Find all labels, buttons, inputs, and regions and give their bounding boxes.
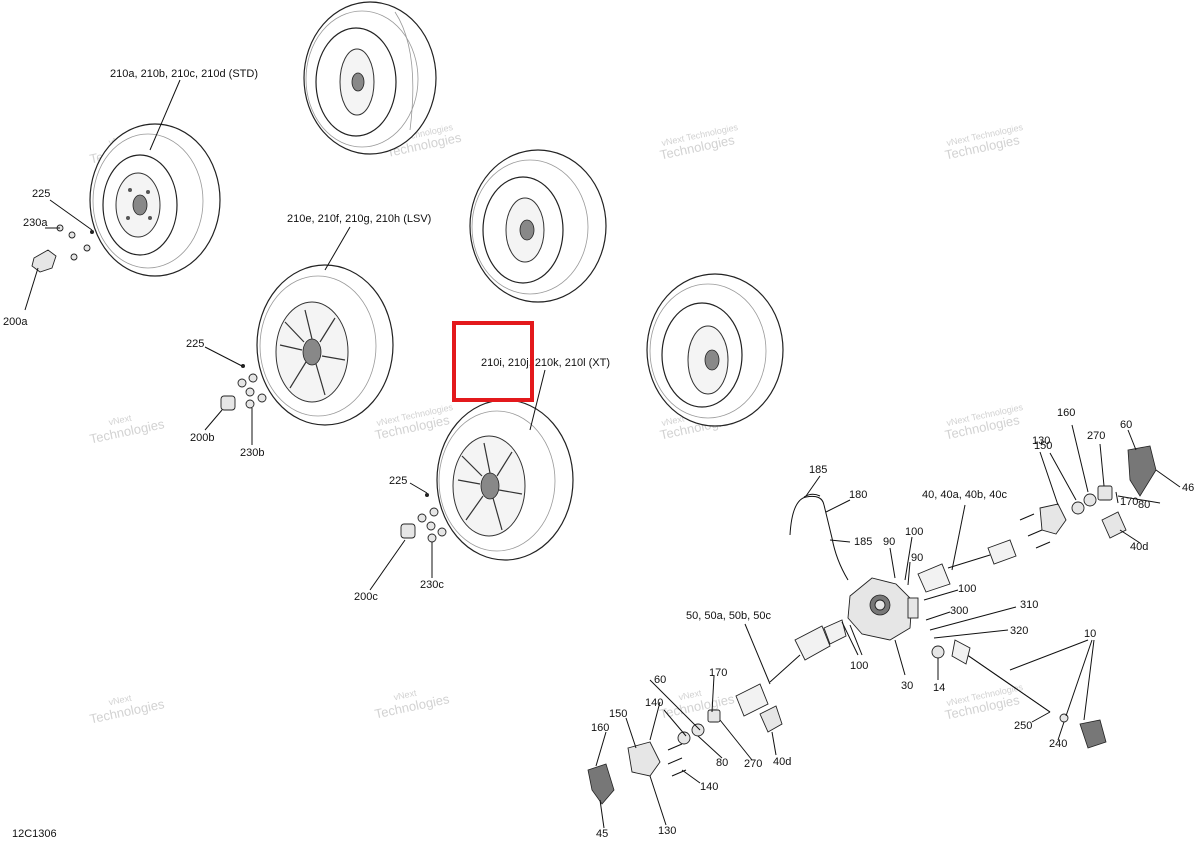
- watermark-text: vNext: [393, 688, 418, 703]
- label-90: 90: [911, 552, 923, 564]
- label-46: 46: [1182, 482, 1194, 494]
- label-150: 150: [609, 708, 627, 720]
- label-160: 160: [1057, 407, 1075, 419]
- label-185: 185: [809, 464, 827, 476]
- label-80: 80: [1138, 499, 1150, 511]
- label-170: 170: [709, 667, 727, 679]
- label-40d: 40d: [773, 756, 791, 768]
- label-200a: 200a: [3, 316, 28, 328]
- label-230a: 230a: [23, 217, 48, 229]
- label-160: 160: [591, 722, 609, 734]
- label-250: 250: [1014, 720, 1032, 732]
- callout-labels: 210a, 210b, 210c, 210d (STD) 225 230a 20…: [3, 68, 1194, 840]
- watermark-text: vNext: [678, 688, 703, 703]
- label-40d: 40d: [1130, 541, 1148, 553]
- leader-lines: [24, 79, 1181, 829]
- label-100: 100: [850, 660, 868, 672]
- label-140: 140: [645, 697, 663, 709]
- label-300: 300: [950, 605, 968, 617]
- wheel-lsv: [256, 264, 394, 426]
- watermark-text: vNext: [108, 693, 133, 708]
- label-150: 150: [1034, 440, 1052, 452]
- label-140: 140: [700, 781, 718, 793]
- wheel-std: [89, 123, 221, 277]
- drive-shaft-50: [735, 619, 847, 717]
- label-185: 185: [854, 536, 872, 548]
- label-30: 30: [901, 680, 913, 692]
- hub-right: [1019, 445, 1157, 549]
- prop-shaft: [931, 639, 1107, 749]
- tire-right-middle: [646, 273, 784, 427]
- label-240: 240: [1049, 738, 1067, 750]
- label-wheel-lsv: 210e, 210f, 210g, 210h (LSV): [287, 213, 431, 225]
- label-230c: 230c: [420, 579, 444, 591]
- label-80: 80: [716, 757, 728, 769]
- label-10: 10: [1084, 628, 1096, 640]
- vent-hose: [789, 493, 849, 581]
- label-180: 180: [849, 489, 867, 501]
- label-225: 225: [32, 188, 50, 200]
- label-200b: 200b: [190, 432, 214, 444]
- label-14: 14: [933, 682, 945, 694]
- tire-top: [303, 1, 437, 155]
- diagram-id: 12C1306: [12, 828, 57, 840]
- drive-shaft-40: [917, 539, 1017, 593]
- label-100: 100: [958, 583, 976, 595]
- label-320: 320: [1010, 625, 1028, 637]
- label-200c: 200c: [354, 591, 378, 603]
- label-130: 130: [658, 825, 676, 837]
- label-60: 60: [654, 674, 666, 686]
- wheel-xt: [436, 399, 574, 561]
- label-310: 310: [1020, 599, 1038, 611]
- label-170: 170: [1120, 496, 1138, 508]
- hub-left: [587, 705, 783, 805]
- label-60: 60: [1120, 419, 1132, 431]
- tire-right-top: [469, 149, 607, 303]
- label-225: 225: [389, 475, 407, 487]
- label-225: 225: [186, 338, 204, 350]
- label-100: 100: [905, 526, 923, 538]
- label-270: 270: [1087, 430, 1105, 442]
- label-270: 270: [744, 758, 762, 770]
- hardware-lsv: [220, 364, 267, 411]
- label-230b: 230b: [240, 447, 264, 459]
- differential: [847, 577, 919, 641]
- hardware-std: [31, 199, 94, 273]
- label-wheel-xt: 210i, 210j, 210k, 210l (XT): [481, 357, 610, 369]
- label-wheel-std: 210a, 210b, 210c, 210d (STD): [110, 68, 258, 80]
- label-130: 130: [1032, 435, 1050, 447]
- hardware-xt: [400, 493, 447, 543]
- highlight-box: [452, 321, 534, 402]
- label-45: 45: [596, 828, 608, 840]
- watermark-text: vNext: [108, 413, 133, 428]
- label-40-group: 40, 40a, 40b, 40c: [922, 489, 1008, 501]
- label-50-group: 50, 50a, 50b, 50c: [686, 610, 772, 622]
- label-90: 90: [883, 536, 895, 548]
